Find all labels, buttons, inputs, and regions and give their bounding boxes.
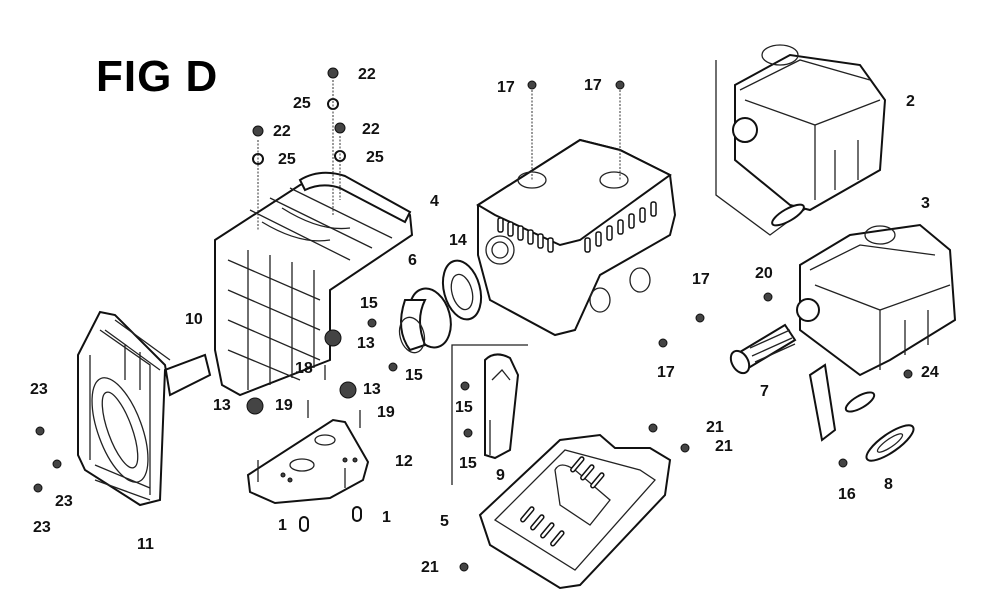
callout-1: 1 [278, 517, 287, 534]
callout-20: 20 [755, 265, 773, 282]
callout-2: 2 [906, 93, 915, 110]
part-10-heat-insulator [214, 171, 414, 397]
callout-7: 7 [760, 383, 769, 400]
callout-14: 14 [449, 232, 467, 249]
part-4-muffler-protector [476, 138, 677, 337]
callout-18: 18 [295, 360, 313, 377]
callout-5: 5 [440, 513, 449, 530]
callout-12: 12 [395, 453, 413, 470]
callout-21: 21 [715, 438, 733, 455]
callout-9: 9 [496, 467, 505, 484]
part-14-exhaust-seal [441, 259, 483, 321]
callout-6: 6 [408, 252, 417, 269]
washer-25 [327, 98, 339, 110]
part-8-gasket [865, 424, 915, 462]
part-12-plate [246, 418, 370, 505]
callout-17: 17 [692, 271, 710, 288]
callout-15: 15 [455, 399, 473, 416]
callout-22: 22 [362, 121, 380, 138]
callout-15: 15 [459, 455, 477, 472]
callout-10: 10 [185, 311, 203, 328]
callout-19: 19 [377, 404, 395, 421]
callout-17: 17 [497, 79, 515, 96]
callout-15: 15 [405, 367, 423, 384]
part-9-deflector [451, 344, 528, 485]
callout-23: 23 [55, 493, 73, 510]
callout-21: 21 [706, 419, 724, 436]
nut-22 [334, 122, 346, 134]
nut-13 [324, 329, 342, 347]
nut-22 [252, 125, 264, 137]
part-3-muffler [796, 223, 957, 442]
part-11-bracket [77, 310, 212, 507]
nut-13 [339, 381, 357, 399]
callout-22: 22 [273, 123, 291, 140]
figure-title: FIG D [96, 52, 219, 101]
callout-17: 17 [657, 364, 675, 381]
callout-22: 22 [358, 66, 376, 83]
callout-13: 13 [357, 335, 375, 352]
callout-4: 4 [430, 193, 439, 210]
part-5-lower-protector [478, 433, 672, 590]
callout-11: 11 [137, 536, 154, 553]
part-6-exhaust-cap [398, 287, 452, 354]
callout-13: 13 [363, 381, 381, 398]
callout-23: 23 [30, 381, 48, 398]
callout-1: 1 [382, 509, 391, 526]
nut-13 [246, 397, 264, 415]
fasteners [33, 67, 913, 572]
callout-21: 21 [421, 559, 439, 576]
callout-24: 24 [921, 364, 939, 381]
callout-8: 8 [884, 476, 893, 493]
callout-23: 23 [33, 519, 51, 536]
callout-25: 25 [278, 151, 296, 168]
callout-3: 3 [921, 195, 930, 212]
callout-19: 19 [275, 397, 293, 414]
callout-15: 15 [360, 295, 378, 312]
nut-22 [327, 67, 339, 79]
part-2-muffler [715, 44, 887, 236]
washer-25 [334, 150, 346, 162]
callout-25: 25 [293, 95, 311, 112]
part-7-spark-arrester [729, 323, 797, 375]
callout-25: 25 [366, 149, 384, 166]
callout-16: 16 [838, 486, 856, 503]
callout-17: 17 [584, 77, 602, 94]
callout-13: 13 [213, 397, 231, 414]
